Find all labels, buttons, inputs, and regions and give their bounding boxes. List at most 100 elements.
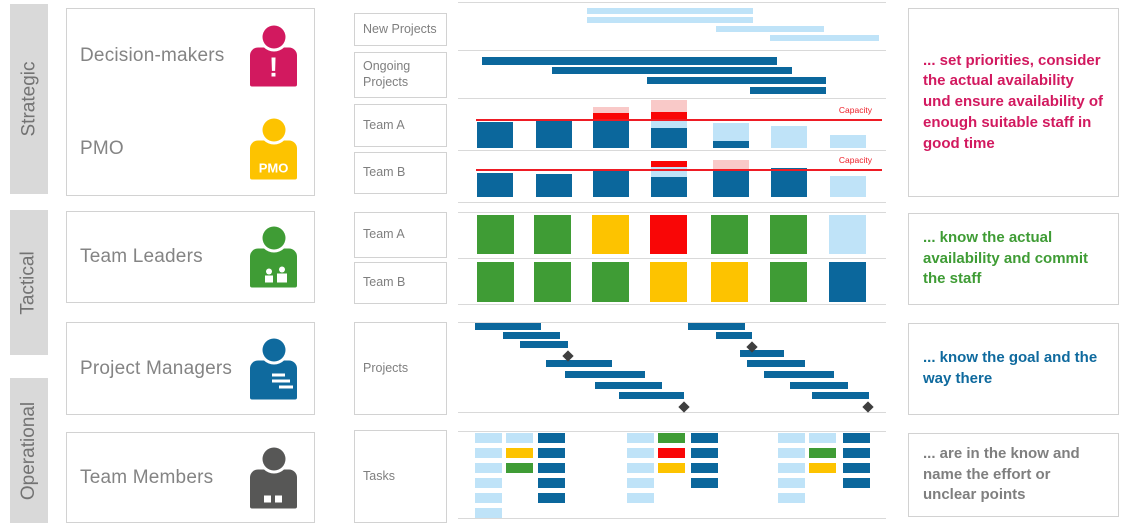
task-cell [475, 508, 502, 518]
role-row-decision-makers: Decision-makers ! [67, 9, 314, 102]
desc-text-team-members: ... are in the know and name the effort … [923, 444, 1080, 504]
mini-square-icon [264, 495, 271, 502]
capacity-bar-segment-team-a-load [771, 126, 807, 148]
capacity-bar-segment-team-a-load [830, 135, 866, 148]
task-cell [843, 448, 870, 458]
person-body [250, 248, 297, 288]
heatmap-cell-team-b-status [477, 262, 514, 302]
capacity-bar-segment-team-a-load [713, 123, 749, 141]
mini-square-icon [275, 495, 282, 502]
gantt-bar-ongoing-projects [750, 87, 826, 94]
person-tasks-icon [250, 447, 297, 508]
capacity-bar-segment-team-b-load [593, 169, 629, 197]
mini-gantt-bar [272, 379, 290, 383]
person-head [262, 447, 285, 470]
capacity-bar-segment-team-b-load [536, 174, 572, 197]
row-label-team-b-tactical: Team B [354, 262, 447, 304]
heatmap-cell-team-a-status [711, 215, 748, 254]
milestone-diamond-icon [862, 401, 874, 413]
chart-separator-line [458, 2, 886, 3]
role-row-project-managers: Project Managers [67, 323, 314, 414]
task-cell [475, 463, 502, 473]
row-label-ongoing-projects: Ongoing Projects [354, 52, 447, 98]
desc-box-strategic: ... set priorities, consider the actual … [908, 8, 1119, 197]
row-label-tasks: Tasks [354, 430, 447, 523]
project-gantt-bar [688, 323, 745, 330]
task-cell [538, 448, 565, 458]
heatmap-cell-team-a-status [477, 215, 514, 254]
person-pmo-icon: PMO [250, 118, 297, 179]
mini-gantt-bar [272, 373, 285, 377]
row-label-new-projects: New Projects [354, 13, 447, 46]
capacity-label-team-b-load: Capacity [838, 155, 872, 165]
project-gantt-bar [619, 392, 684, 399]
role-row-team-members: Team Members [67, 433, 314, 522]
chart-separator-line [458, 50, 886, 51]
task-cell [475, 448, 502, 458]
gantt-bar-new-projects [770, 35, 879, 41]
level-label-operational: Operational [18, 401, 40, 500]
gantt-bar-new-projects [716, 26, 824, 32]
capacity-bar-segment-team-b-load [651, 167, 687, 177]
pmo-badge: PMO [258, 160, 289, 175]
mini-person-icon [265, 275, 273, 283]
heatmap-cell-team-b-status [592, 262, 629, 302]
capacity-bar-segment-team-b-load [713, 169, 749, 197]
person-exclamation-icon: ! [250, 25, 297, 86]
person-head [262, 118, 285, 141]
chart-separator-line [458, 258, 886, 259]
role-label-team-leaders: Team Leaders [80, 246, 203, 267]
task-cell [809, 433, 836, 443]
level-label-strategic: Strategic [18, 61, 40, 137]
task-cell [475, 493, 502, 503]
capacity-line-team-a-load [476, 119, 882, 121]
desc-box-team-members: ... are in the know and name the effort … [908, 433, 1119, 517]
task-cell [843, 463, 870, 473]
heatmap-cell-team-b-status [770, 262, 807, 302]
task-cell [627, 463, 654, 473]
desc-box-tactical: ... know the actual availability and com… [908, 213, 1119, 305]
role-label-project-managers: Project Managers [80, 357, 233, 379]
task-cell [691, 478, 718, 488]
row-label-team-b-strategic: Team B [354, 152, 447, 194]
task-cell [778, 433, 805, 443]
desc-text-project-managers: ... know the goal and the way there [923, 349, 1098, 387]
task-cell [691, 463, 718, 473]
person-body: ! [250, 47, 297, 86]
person-head [262, 25, 285, 48]
role-box-team-members: Team Members [66, 432, 315, 523]
chart-separator-line [458, 322, 886, 323]
capacity-bar-segment-team-b-load [713, 160, 749, 169]
task-cell [843, 478, 870, 488]
level-label-tactical: Tactical [18, 250, 40, 315]
person-body: PMO [250, 140, 297, 179]
task-cell [778, 463, 805, 473]
task-cell [627, 493, 654, 503]
task-cell [506, 448, 533, 458]
task-cell [843, 433, 870, 443]
task-cell [658, 448, 685, 458]
task-cell [475, 478, 502, 488]
capacity-bar-segment-team-b-load [477, 173, 513, 197]
role-row-pmo: PMO PMO [67, 102, 314, 195]
capacity-bar-segment-team-a-load [477, 122, 513, 148]
task-cell [778, 448, 805, 458]
task-cell [506, 463, 533, 473]
project-gantt-bar [790, 382, 848, 389]
role-label-team-members: Team Members [80, 466, 214, 488]
heatmap-cell-team-a-status [592, 215, 629, 254]
task-cell [538, 493, 565, 503]
milestone-diamond-icon [678, 401, 690, 413]
role-box-strategic: Decision-makers ! PMO PMO [66, 8, 315, 196]
heatmap-cell-team-b-status [534, 262, 571, 302]
task-cell [538, 463, 565, 473]
desc-text-strategic: ... set priorities, consider the actual … [923, 51, 1104, 152]
capacity-bar-segment-team-a-load [651, 112, 687, 121]
heatmap-cell-team-b-status [711, 262, 748, 302]
capacity-bar-segment-team-a-load [593, 121, 629, 148]
capacity-bar-segment-team-b-load [651, 177, 687, 197]
chart-separator-line [458, 431, 886, 432]
exclamation-glyph: ! [268, 51, 279, 82]
